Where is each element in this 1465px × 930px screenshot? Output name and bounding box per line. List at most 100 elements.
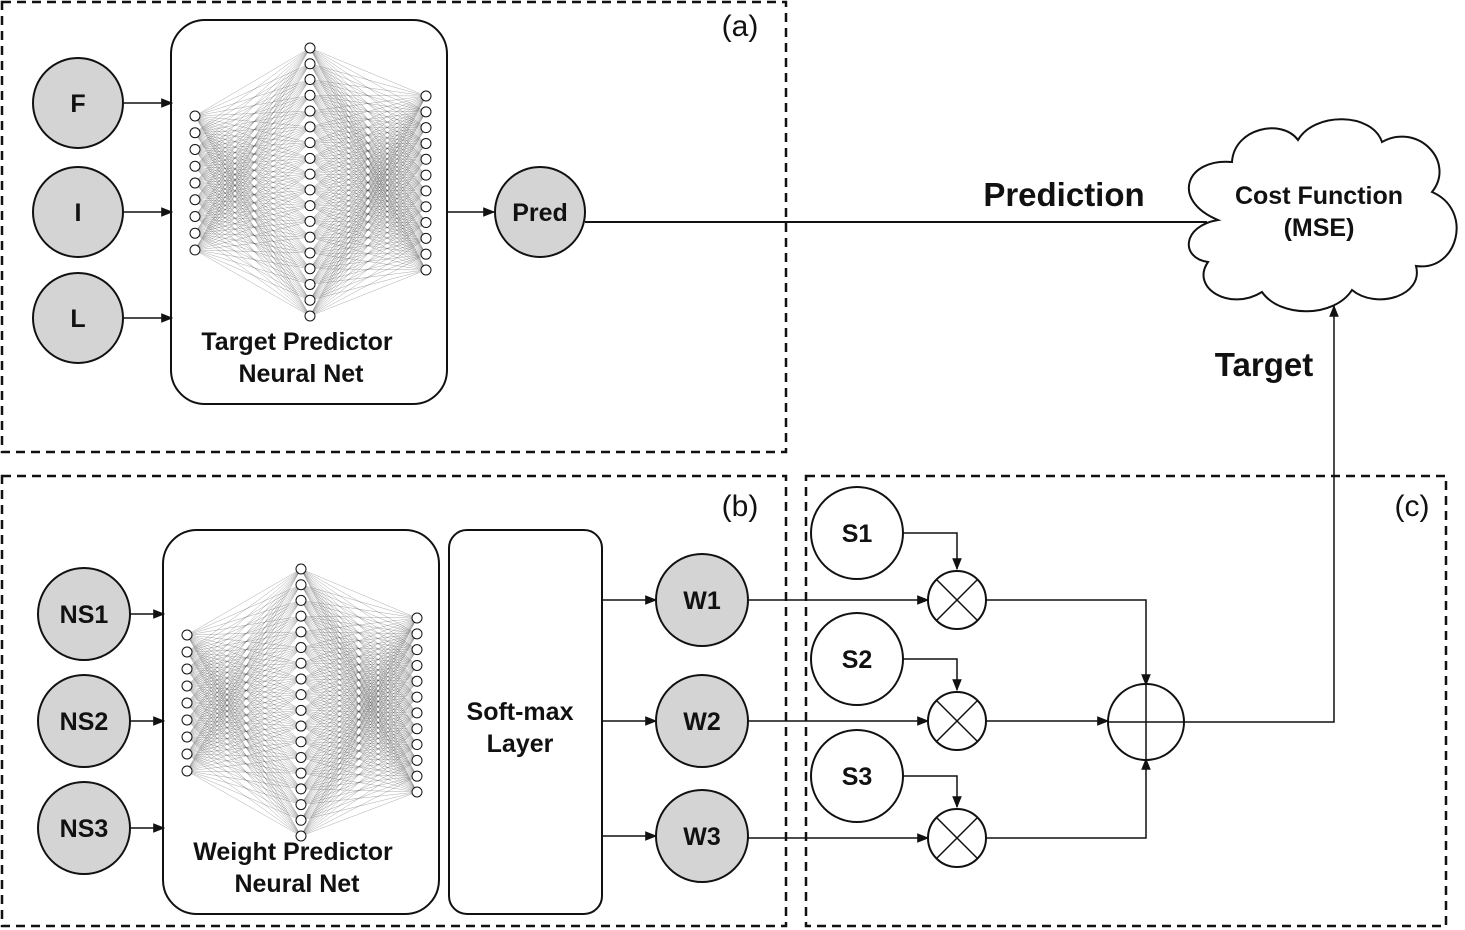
panel-a-box xyxy=(0,0,788,454)
network-neuron xyxy=(304,152,316,164)
cost-function-label-line1: Cost Function xyxy=(1235,182,1403,210)
network-neuron xyxy=(189,127,201,139)
weight-node-w1-label: W1 xyxy=(683,587,721,615)
source-node-s2-label: S2 xyxy=(842,646,873,674)
network-neuron xyxy=(411,707,423,719)
network-neuron xyxy=(411,786,423,798)
network-neuron xyxy=(411,628,423,640)
network-neuron xyxy=(189,227,201,239)
network-neuron xyxy=(304,278,316,290)
network-neuron xyxy=(420,264,432,276)
weight-node-w2: W2 xyxy=(655,674,749,768)
network-neuron xyxy=(411,644,423,656)
cost-function-label-line2: (MSE) xyxy=(1284,214,1355,242)
network-neuron xyxy=(295,767,307,779)
network-neuron xyxy=(295,799,307,811)
weight-node-w1: W1 xyxy=(655,553,749,647)
input-node-ns2-label: NS2 xyxy=(60,708,109,736)
multiplier-2 xyxy=(927,691,987,751)
network-neuron xyxy=(189,110,201,122)
multiplier-3 xyxy=(927,808,987,868)
network-neuron xyxy=(304,294,316,306)
panel-c-label: (c) xyxy=(1395,490,1430,523)
input-node-ns2: NS2 xyxy=(37,674,131,768)
input-node-i-label: I xyxy=(75,199,82,227)
network-neuron xyxy=(420,169,432,181)
network-neuron xyxy=(181,731,193,743)
target-label: Target xyxy=(1215,346,1313,383)
network-neuron xyxy=(295,642,307,654)
network-neuron xyxy=(295,610,307,622)
network-neuron xyxy=(189,194,201,206)
network-neuron xyxy=(181,680,193,692)
arrow-mult3-to-sum xyxy=(986,757,1151,839)
network-neuron xyxy=(304,42,316,54)
network-neuron xyxy=(411,612,423,624)
network-neuron xyxy=(411,739,423,751)
network-neuron xyxy=(295,594,307,606)
input-node-ns1-label: NS1 xyxy=(60,601,109,629)
network-neuron xyxy=(304,231,316,243)
network-neuron xyxy=(411,691,423,703)
network-neuron xyxy=(420,185,432,197)
input-node-ns3: NS3 xyxy=(37,781,131,875)
network-neuron xyxy=(420,201,432,213)
softmax-label-line2: Layer xyxy=(487,730,554,758)
network-neuron xyxy=(189,211,201,222)
network-neuron xyxy=(420,248,432,260)
network-neuron xyxy=(295,689,307,701)
network-neuron xyxy=(304,200,316,212)
input-node-l-label: L xyxy=(70,305,85,333)
network-neuron xyxy=(411,770,423,782)
arrow-s2-to-mult2 xyxy=(903,658,962,692)
pred-node-label: Pred xyxy=(512,199,568,227)
network-neuron xyxy=(181,629,193,641)
input-node-ns3-label: NS3 xyxy=(60,815,109,843)
panel-c-box xyxy=(804,474,1448,928)
weight-predictor-label-line1: Weight Predictor xyxy=(193,838,393,866)
network-neuron xyxy=(295,673,307,685)
network-neuron xyxy=(420,232,432,244)
network-neuron xyxy=(181,646,193,658)
network-neuron xyxy=(295,579,307,591)
network-connections xyxy=(186,568,418,837)
network-neuron xyxy=(295,814,307,826)
network-neuron xyxy=(181,697,193,709)
panel-b-label: (b) xyxy=(722,490,759,523)
network-neuron xyxy=(295,704,307,716)
sum-node xyxy=(1107,683,1185,761)
source-node-s2: S2 xyxy=(810,612,904,706)
network-neuron xyxy=(304,74,316,86)
network-neuron xyxy=(295,563,307,575)
network-neuron xyxy=(181,663,193,675)
input-node-f-label: F xyxy=(70,90,85,118)
network-neuron xyxy=(189,160,201,172)
network-neuron xyxy=(189,144,201,155)
prediction-label: Prediction xyxy=(983,176,1144,213)
network-neuron xyxy=(411,659,423,671)
target-predictor-network-graphic xyxy=(189,42,432,322)
network-neuron xyxy=(304,105,316,117)
network-neuron xyxy=(181,765,193,777)
network-neuron xyxy=(295,626,307,638)
network-neuron xyxy=(420,153,432,165)
network-neuron xyxy=(411,675,423,687)
arrow-s3-to-mult3 xyxy=(903,775,962,809)
target-predictor-label-line1: Target Predictor xyxy=(201,328,393,356)
source-node-s1-label: S1 xyxy=(842,520,873,548)
network-neuron xyxy=(304,263,316,275)
pred-node: Pred xyxy=(494,166,586,258)
weight-predictor-label-line2: Neural Net xyxy=(234,870,360,898)
input-node-l: L xyxy=(32,272,124,364)
network-neuron xyxy=(304,137,316,149)
network-neuron xyxy=(304,168,316,180)
network-neuron xyxy=(304,247,316,259)
network-neuron xyxy=(420,137,432,149)
network-neuron xyxy=(420,106,432,118)
panel-a-label: (a) xyxy=(722,10,759,43)
arrow-mult1-to-sum xyxy=(986,599,1151,687)
multiplier-1 xyxy=(927,570,987,630)
network-neuron xyxy=(304,58,316,70)
